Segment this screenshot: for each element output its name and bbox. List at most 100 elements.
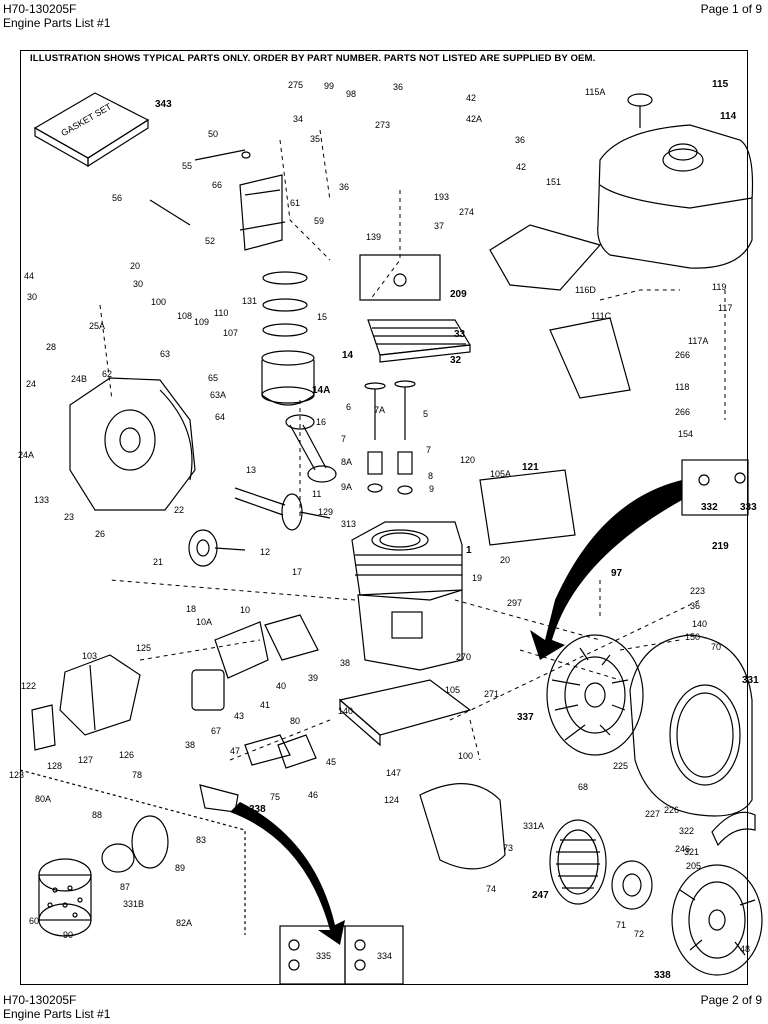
part-label-30: 30 [27, 292, 37, 302]
part-label-105: 105 [445, 685, 460, 695]
part-label-247: 247 [532, 890, 549, 901]
doc-id: H70-130205F [3, 2, 77, 16]
part-label-37: 37 [434, 221, 444, 231]
part-label-59: 59 [314, 216, 324, 226]
footer-left: H70-130205F Engine Parts List #1 [3, 993, 110, 1021]
part-label-321: 321 [684, 847, 699, 857]
part-label-121: 121 [522, 462, 539, 473]
part-label-26: 26 [95, 529, 105, 539]
part-label-331B: 331B [123, 899, 144, 909]
part-label-117A: 117A [688, 336, 708, 346]
part-label-52: 52 [205, 236, 215, 246]
part-label-127: 127 [78, 755, 93, 765]
part-label-15: 15 [317, 312, 327, 322]
part-label-36: 36 [339, 182, 349, 192]
part-label-10A: 10A [196, 617, 212, 627]
piston-rings-drawing [261, 271, 315, 406]
part-label-60: 60 [29, 916, 39, 926]
arrow-to-carb-inset [230, 802, 345, 945]
connecting-rod-drawing [285, 414, 337, 483]
part-label-205: 205 [686, 861, 701, 871]
part-label-131: 131 [242, 296, 257, 306]
part-label-6: 6 [346, 402, 351, 412]
part-label-22: 22 [174, 505, 184, 515]
part-label-297: 297 [507, 598, 522, 608]
cylinder-head-drawing [367, 319, 471, 363]
air-cleaner-drawing [19, 769, 246, 937]
tank-bracket-drawing [359, 224, 602, 301]
part-label-88: 88 [92, 810, 102, 820]
part-label-8A: 8A [341, 457, 352, 467]
part-label-338: 338 [654, 970, 671, 981]
part-label-9A: 9A [341, 482, 352, 492]
part-label-13: 13 [246, 465, 256, 475]
part-label-66: 66 [212, 180, 222, 190]
part-label-343: 343 [155, 99, 172, 110]
part-label-43: 43 [234, 711, 244, 721]
part-label-82A: 82A [176, 918, 192, 928]
part-label-42: 42 [466, 93, 476, 103]
part-label-23: 23 [64, 512, 74, 522]
part-label-125: 125 [136, 643, 151, 653]
part-label-34: 34 [293, 114, 303, 124]
part-label-10: 10 [240, 605, 250, 615]
header-page-number: Page 1 of 9 [700, 2, 762, 16]
part-label-7A: 7A [374, 405, 385, 415]
part-label-147: 147 [386, 768, 401, 778]
part-label-129: 129 [318, 507, 333, 517]
header-left: H70-130205F Engine Parts List #1 [3, 2, 110, 30]
part-label-9: 9 [429, 484, 434, 494]
part-label-42: 42 [516, 162, 526, 172]
part-label-62: 62 [102, 369, 112, 379]
part-label-14: 14 [342, 350, 354, 361]
cam-gear-drawing [188, 529, 246, 567]
part-label-80: 80 [290, 716, 300, 726]
flywheel-drawing [546, 634, 644, 756]
part-label-89: 89 [175, 863, 185, 873]
part-label-17: 17 [292, 567, 302, 577]
footer-page-number: Page 2 of 9 [700, 993, 762, 1007]
arrow-to-flywheel [530, 480, 682, 660]
diagram-banner: ILLUSTRATION SHOWS TYPICAL PARTS ONLY. O… [30, 53, 596, 64]
part-label-46: 46 [308, 790, 318, 800]
part-label-117: 117 [718, 303, 732, 313]
part-label-150: 150 [685, 632, 700, 642]
part-label-30: 30 [133, 279, 143, 289]
part-label-266: 266 [675, 407, 690, 417]
part-label-48: 48 [740, 944, 750, 954]
part-label-7: 7 [426, 445, 431, 455]
part-label-118: 118 [675, 382, 689, 392]
part-label-32: 32 [450, 355, 462, 366]
part-label-39: 39 [308, 673, 318, 683]
part-label-109: 109 [194, 317, 209, 327]
part-label-120: 120 [460, 455, 475, 465]
part-label-20: 20 [500, 555, 510, 565]
part-label-20: 20 [130, 261, 140, 271]
part-label-40: 40 [276, 681, 286, 691]
part-label-122: 122 [21, 681, 36, 691]
part-label-36: 36 [690, 601, 700, 611]
part-label-124: 124 [384, 795, 399, 805]
grass-screen-drawing [549, 819, 607, 905]
part-label-87: 87 [120, 882, 130, 892]
part-label-7: 7 [341, 434, 346, 444]
part-label-140: 140 [692, 619, 707, 629]
part-label-139: 139 [366, 232, 381, 242]
part-label-14A: 14A [312, 385, 330, 396]
part-label-83: 83 [196, 835, 206, 845]
part-label-44: 44 [24, 271, 34, 281]
part-label-71: 71 [616, 920, 626, 930]
part-label-338: 338 [249, 804, 266, 815]
part-label-246: 246 [675, 844, 690, 854]
part-label-12: 12 [260, 547, 270, 557]
part-label-42A: 42A [466, 114, 482, 124]
starter-drawing [611, 860, 763, 976]
part-label-115: 115 [712, 79, 729, 90]
part-label-45: 45 [326, 757, 336, 767]
footer-doc-title: Engine Parts List #1 [3, 1007, 111, 1021]
part-label-331: 331 [742, 675, 759, 686]
part-label-1: 1 [466, 545, 472, 556]
part-label-68: 68 [578, 782, 588, 792]
part-label-56: 56 [112, 193, 122, 203]
part-label-97: 97 [611, 568, 623, 579]
